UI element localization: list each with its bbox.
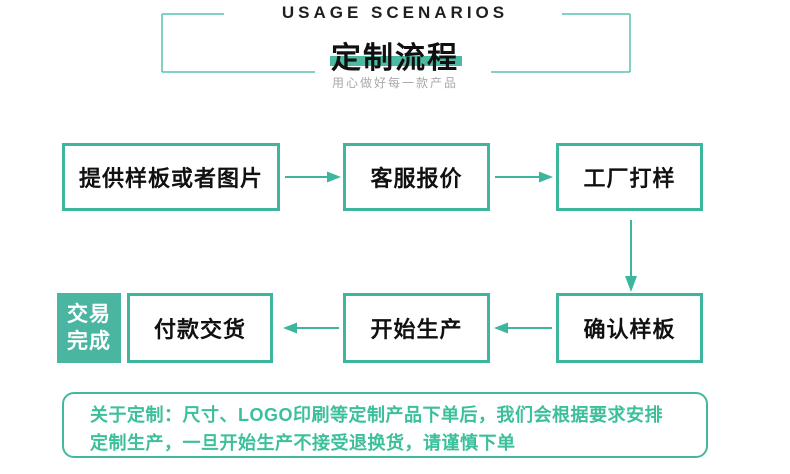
header-eyebrow: USAGE SCENARIOS [281, 3, 509, 22]
arrow-right-icon [285, 171, 341, 183]
flow-step-label: 开始生产 [370, 317, 463, 342]
arrow-left-icon [283, 322, 339, 334]
flow-step-label: 付款交货 [153, 317, 246, 342]
flow-step-provide-sample: 提供样板或者图片 [62, 143, 280, 211]
title-highlight [330, 56, 462, 66]
flow-step-label: 提供样板或者图片 [78, 166, 263, 191]
flow-step-pay-deliver: 付款交货 [127, 293, 273, 363]
arrow-left-icon [494, 322, 552, 334]
flow-step-label: 确认样板 [583, 317, 676, 342]
flow-step-service-quote: 客服报价 [343, 143, 490, 211]
flow-step-label: 工厂打样 [583, 166, 676, 191]
deal-complete-line2: 完成 [67, 330, 111, 353]
deal-complete-line1: 交易 [67, 303, 111, 326]
note-line-2: 定制生产，一旦开始生产不接受退换货，请谨慎下单 [90, 433, 516, 453]
deal-complete-badge: 交易 完成 [57, 293, 121, 363]
section-subtitle: 用心做好每一款产品 [331, 76, 458, 90]
section-title: 定制流程 [331, 42, 459, 75]
arrow-right-icon [495, 171, 553, 183]
flow-step-factory-proof: 工厂打样 [556, 143, 703, 211]
flow-step-start-production: 开始生产 [343, 293, 490, 363]
note-line-1: 关于定制：尺寸、LOGO印刷等定制产品下单后，我们会根据要求安排 [90, 405, 663, 425]
flow-step-label: 客服报价 [370, 166, 463, 191]
note-box: 关于定制：尺寸、LOGO印刷等定制产品下单后，我们会根据要求安排 定制生产，一旦… [62, 392, 708, 458]
decorative-frame [161, 13, 631, 73]
arrow-down-icon [625, 220, 637, 292]
flow-step-confirm-sample: 确认样板 [556, 293, 703, 363]
